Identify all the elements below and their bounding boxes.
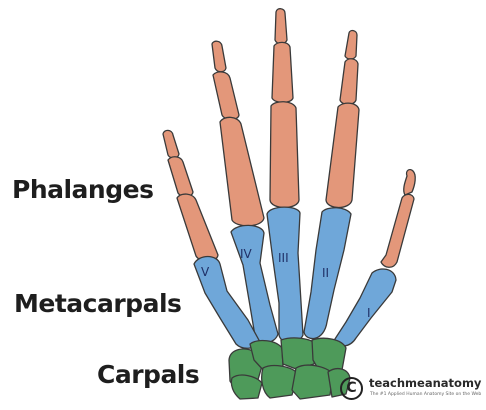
index-proximal-phalanx xyxy=(326,103,359,207)
carpal-bone xyxy=(262,366,298,398)
little-proximal-phalanx xyxy=(177,194,218,261)
numeral-v: V xyxy=(201,265,210,279)
thumb-distal-phalanx xyxy=(404,170,416,195)
numeral-ii: II xyxy=(322,266,329,280)
carpal-bone xyxy=(281,338,316,369)
carpals-label: Carpals xyxy=(97,360,199,389)
logo-name: teachmeanatomy xyxy=(369,376,481,390)
copyright-c-icon: C xyxy=(340,377,363,400)
thumb-proximal-phalanx xyxy=(381,194,414,267)
numeral-iii: III xyxy=(278,251,289,265)
little-middle-phalanx xyxy=(168,157,193,197)
middle-proximal-phalanx xyxy=(270,102,299,208)
index-middle-phalanx xyxy=(340,59,358,105)
metacarpal-i xyxy=(333,269,396,346)
middle-middle-phalanx xyxy=(272,42,293,102)
logo-tagline: The #1 Applied Human Anatomy Site on the… xyxy=(370,392,481,397)
little-distal-phalanx xyxy=(163,130,179,158)
carpal-bone xyxy=(292,365,333,399)
middle-distal-phalanx xyxy=(275,9,287,44)
ring-distal-phalanx xyxy=(212,41,226,72)
ring-middle-phalanx xyxy=(213,72,239,120)
numeral-iv: IV xyxy=(240,247,253,261)
phalanges-label: Phalanges xyxy=(12,175,153,204)
metacarpals-label: Metacarpals xyxy=(14,289,181,318)
numeral-i: I xyxy=(367,306,371,320)
metacarpals-group xyxy=(194,207,396,348)
carpal-bone xyxy=(231,375,262,399)
index-distal-phalanx xyxy=(345,31,357,59)
teachmeanatomy-logo: C teachmeanatomy The #1 Applied Human An… xyxy=(340,376,484,402)
ring-proximal-phalanx xyxy=(220,117,264,225)
